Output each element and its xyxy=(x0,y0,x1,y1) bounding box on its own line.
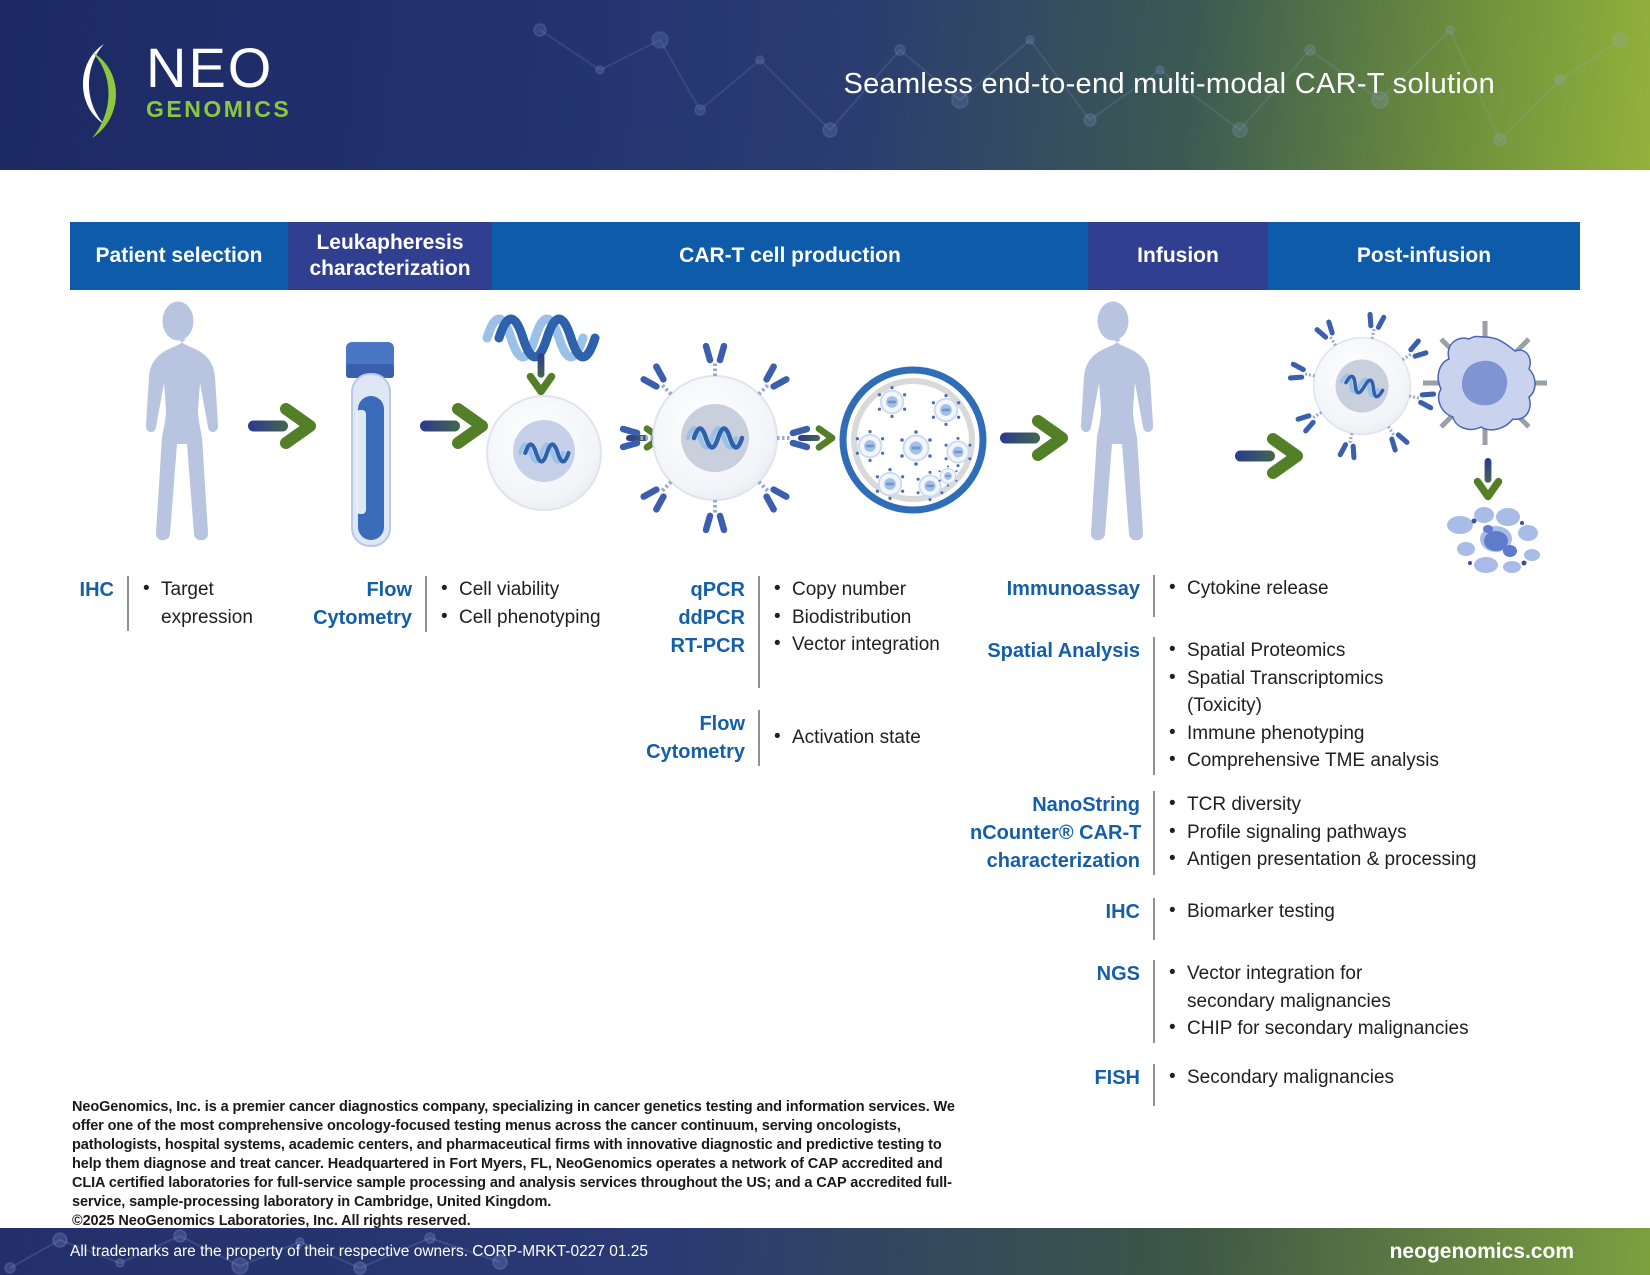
neogenomics-logo: NEO GENOMICS xyxy=(74,36,292,142)
assay-label: Flow Cytometry xyxy=(313,579,412,629)
assay-label: Immunoassay xyxy=(1006,578,1140,600)
divider xyxy=(758,576,760,688)
car-t-cell-active xyxy=(1273,298,1450,475)
assay-block-immunoassay: Immunoassay Cytokine release xyxy=(970,574,1329,617)
arrow-right-icon xyxy=(420,409,482,443)
assay-label: IHC xyxy=(79,579,114,601)
list-item: Spatial Proteomics xyxy=(1168,636,1439,665)
list-item: Biomarker testing xyxy=(1168,897,1335,926)
assay-block-flow-production: Flow Cytometry Activation state xyxy=(630,710,921,766)
page-title: Seamless end-to-end multi-modal CAR-T so… xyxy=(843,68,1495,100)
trademark-note: All trademarks are the property of their… xyxy=(70,1242,649,1260)
assay-bullets: Copy number Biodistribution Vector integ… xyxy=(773,575,940,688)
assay-bullets: Biomarker testing xyxy=(1168,897,1335,940)
assay-label: NGS xyxy=(1096,963,1140,985)
assay-block-pcr: qPCR ddPCR RT-PCR Copy number Biodistrib… xyxy=(630,575,940,688)
divider xyxy=(1153,791,1155,875)
list-item: Spatial Transcriptomics (Toxicity) xyxy=(1168,664,1439,720)
list-item: CHIP for secondary malignancies xyxy=(1168,1014,1469,1043)
bottom-bar: All trademarks are the property of their… xyxy=(0,1228,1650,1275)
assay-bullets: Spatial Proteomics Spatial Transcriptomi… xyxy=(1168,636,1439,775)
assay-block-flow-leukapheresis: Flow Cytometry Cell viability Cell pheno… xyxy=(286,575,601,632)
arrow-right-icon xyxy=(1235,439,1297,473)
list-item: Cell phenotyping xyxy=(440,603,601,632)
header-banner: NEO GENOMICS Seamless end-to-end multi-m… xyxy=(0,0,1650,170)
list-item: Profile signaling pathways xyxy=(1168,818,1476,847)
stage-post-infusion: Post-infusion xyxy=(1268,222,1580,290)
assay-label: Flow Cytometry xyxy=(646,713,745,763)
workflow-stage-bar: Patient selection Leukapheresis characte… xyxy=(70,222,1580,290)
stage-leukapheresis: Leukapheresis characterization xyxy=(288,222,492,290)
assay-label: NanoString nCounter® CAR-T characterizat… xyxy=(970,794,1142,872)
divider xyxy=(1153,960,1155,1043)
list-item: Copy number xyxy=(773,575,940,604)
assay-block-fish: FISH Secondary malignancies xyxy=(970,1063,1394,1106)
assay-bullets: Secondary malignancies xyxy=(1168,1063,1394,1106)
assay-block-ngs: NGS Vector integration for secondary mal… xyxy=(970,959,1469,1043)
dna-helix-logo-icon xyxy=(83,44,116,138)
list-item: Vector integration xyxy=(773,630,940,659)
list-item: Activation state xyxy=(773,723,921,752)
divider xyxy=(425,576,427,632)
assay-bullets: Target expression xyxy=(142,575,253,631)
list-item: Secondary malignancies xyxy=(1168,1063,1394,1092)
assay-label: Spatial Analysis xyxy=(987,640,1140,662)
website-link[interactable]: neogenomics.com xyxy=(1389,1239,1574,1263)
assay-bullets: Cell viability Cell phenotyping xyxy=(440,575,601,632)
workflow-illustration xyxy=(145,298,1580,573)
expansion-dish xyxy=(839,366,987,514)
arrow-right-icon xyxy=(1000,421,1062,455)
stage-patient-selection: Patient selection xyxy=(70,222,288,290)
blood-collection-tube xyxy=(346,342,394,547)
assay-bullets: TCR diversity Profile signaling pathways… xyxy=(1168,790,1476,875)
assay-label: IHC xyxy=(1105,901,1140,923)
arrow-right-icon xyxy=(248,409,310,443)
divider xyxy=(1153,637,1155,775)
divider xyxy=(758,710,760,766)
arrow-down-icon xyxy=(1477,458,1498,496)
list-item: Antigen presentation & processing xyxy=(1168,845,1476,874)
logo-text-genomics: GENOMICS xyxy=(146,96,292,122)
list-item: Cytokine release xyxy=(1168,574,1329,603)
company-description: NeoGenomics, Inc. is a premier cancer di… xyxy=(72,1098,974,1231)
assay-block-ihc-post: IHC Biomarker testing xyxy=(970,897,1335,940)
assay-block-spatial-analysis: Spatial Analysis Spatial Proteomics Spat… xyxy=(970,636,1439,775)
transduced-cell xyxy=(486,395,602,511)
assay-bullets: Vector integration for secondary maligna… xyxy=(1168,959,1469,1043)
destroyed-tumor-cell xyxy=(1447,507,1540,573)
assay-block-ihc-patient: IHC Target expression xyxy=(70,575,253,631)
car-t-cell xyxy=(619,342,811,534)
divider xyxy=(127,576,129,631)
list-item: Vector integration for secondary maligna… xyxy=(1168,959,1469,1015)
assay-bullets: Cytokine release xyxy=(1168,574,1329,617)
patient-silhouette xyxy=(1080,301,1154,541)
list-item: Cell viability xyxy=(440,575,601,604)
assay-block-nanostring: NanoString nCounter® CAR-T characterizat… xyxy=(970,790,1476,875)
assay-label: FISH xyxy=(1094,1067,1140,1089)
list-item: Comprehensive TME analysis xyxy=(1168,746,1439,775)
logo-text-neo: NEO xyxy=(146,36,274,99)
list-item: Target expression xyxy=(142,575,253,631)
divider xyxy=(1153,575,1155,617)
list-item: Biodistribution xyxy=(773,603,940,632)
assay-label: qPCR ddPCR RT-PCR xyxy=(670,579,745,657)
divider xyxy=(1153,1064,1155,1106)
copyright-text: ©2025 NeoGenomics Laboratories, Inc. All… xyxy=(72,1213,471,1229)
description-text: NeoGenomics, Inc. is a premier cancer di… xyxy=(72,1099,955,1210)
list-item: TCR diversity xyxy=(1168,790,1476,819)
list-item: Immune phenotyping xyxy=(1168,719,1439,748)
dna-helix-icon xyxy=(487,319,595,357)
patient-silhouette xyxy=(145,301,219,541)
tumor-cell xyxy=(1423,321,1547,445)
divider xyxy=(1153,898,1155,940)
stage-infusion: Infusion xyxy=(1088,222,1268,290)
assay-bullets: Activation state xyxy=(773,710,921,766)
stage-car-t-production: CAR-T cell production xyxy=(492,222,1088,290)
